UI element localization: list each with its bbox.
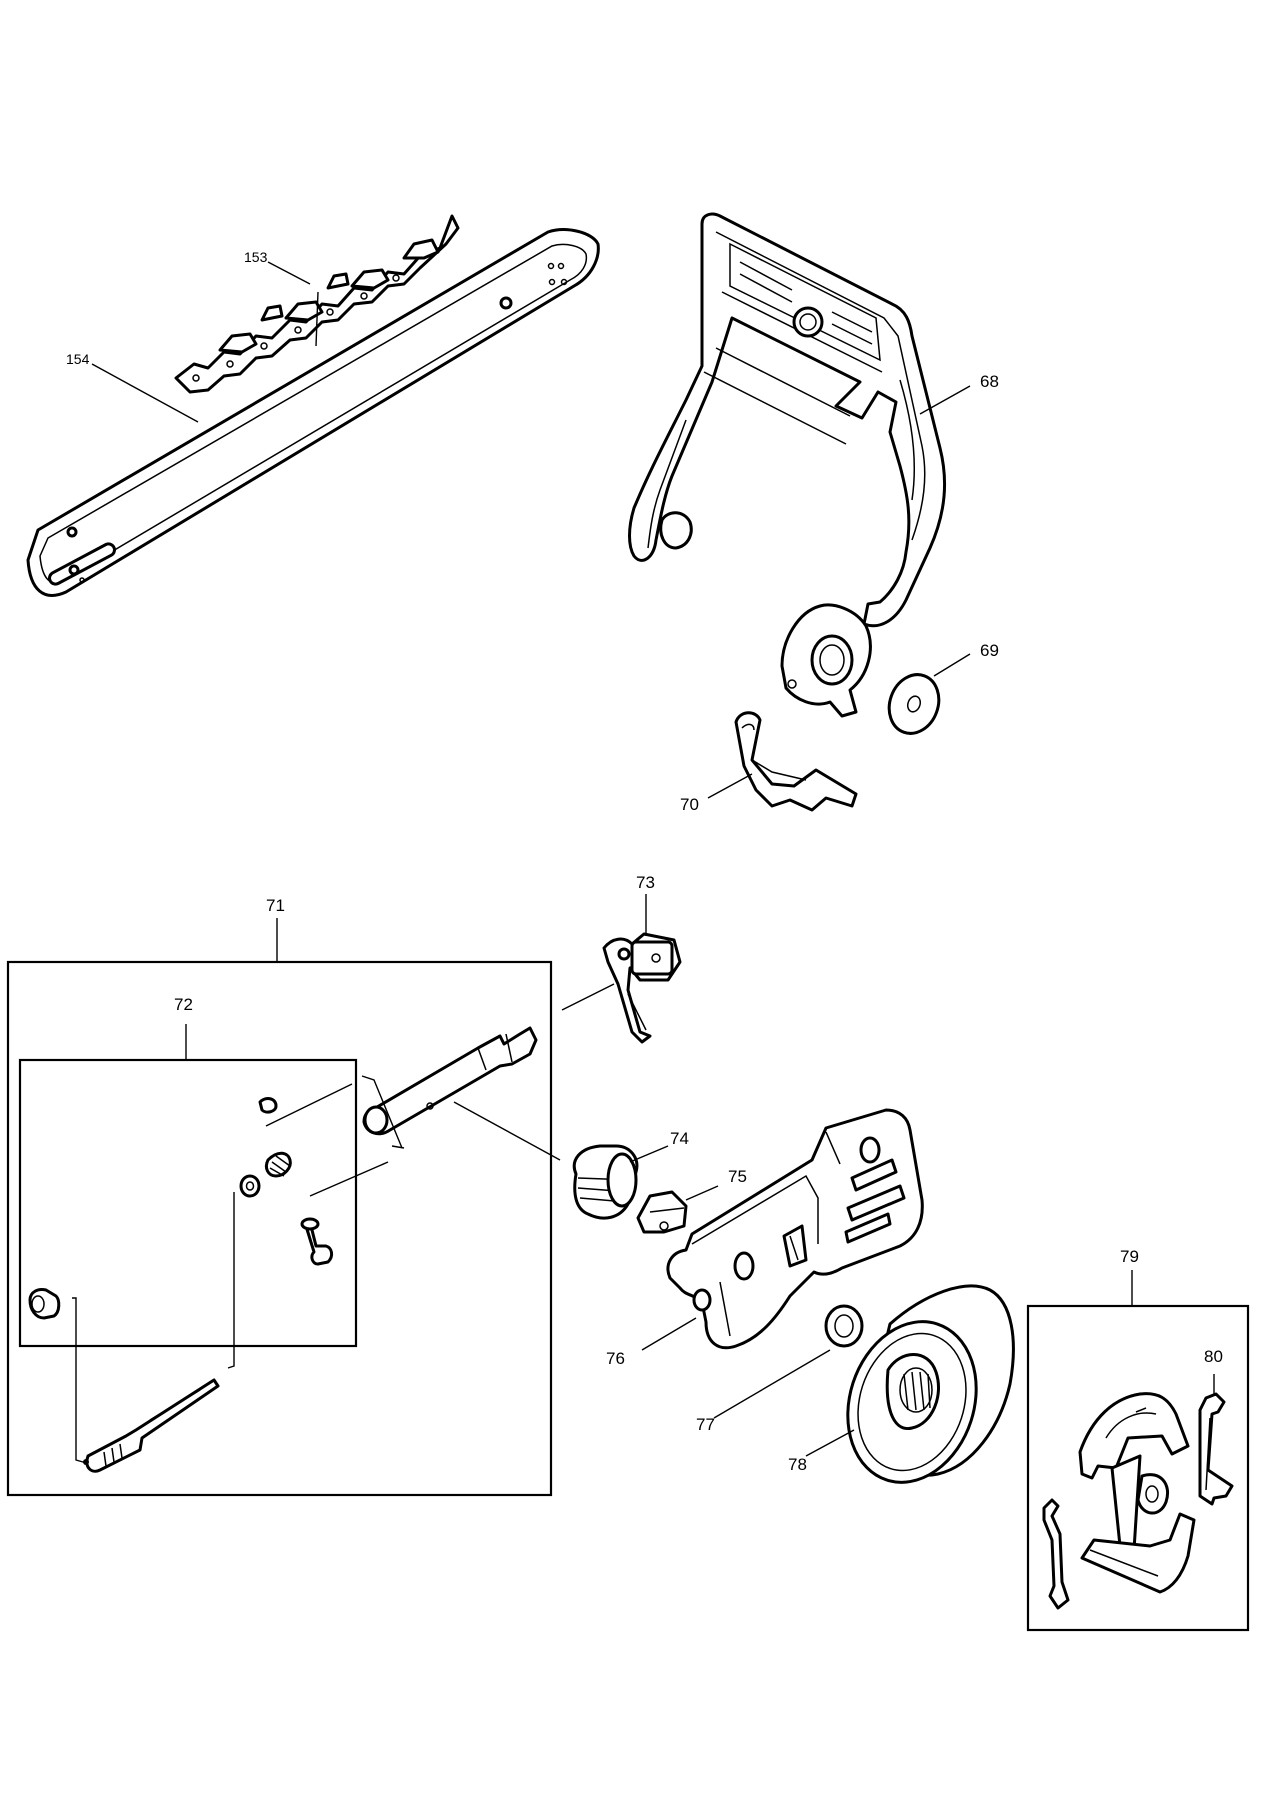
callout-69: 69 — [980, 641, 999, 660]
callout-75: 75 — [728, 1167, 747, 1186]
callout-77: 77 — [696, 1415, 715, 1434]
e-ring-part — [258, 1097, 278, 1114]
callout-154: 154 — [66, 351, 90, 367]
callout-76: 76 — [606, 1349, 625, 1368]
clamp-nut-part — [636, 1190, 688, 1234]
small-washer-part — [239, 1174, 261, 1198]
clutch-shoe-part — [1078, 1392, 1196, 1594]
spring-clip-part — [734, 711, 858, 812]
adjusting-rod-part — [83, 1378, 220, 1473]
front-handle-part — [628, 212, 947, 718]
callout-71: 71 — [266, 896, 285, 915]
small-spring-part — [264, 1151, 292, 1178]
clutch-drum-part — [846, 1284, 1015, 1484]
callout-78: 78 — [788, 1455, 807, 1474]
clutch-spring-left-part — [1042, 1498, 1070, 1610]
adjust-screw-part — [300, 1217, 334, 1266]
callout-70: 70 — [680, 795, 699, 814]
shaft-bracket — [265, 1075, 561, 1197]
callout-73: 73 — [636, 873, 655, 892]
callout-79: 79 — [1120, 1247, 1139, 1266]
sprocket-plate-part — [666, 1108, 924, 1350]
tensioner-shaft-part — [362, 1026, 538, 1136]
callout-74: 74 — [670, 1129, 689, 1148]
cap-part — [28, 1288, 61, 1320]
callout-153: 153 — [244, 249, 268, 265]
kit-71-frame — [6, 960, 553, 1497]
bar-adjuster-part — [602, 932, 682, 1044]
clutch-spring-right-part — [1198, 1392, 1234, 1506]
kit-72-frame — [18, 1058, 358, 1348]
callout-68: 68 — [980, 372, 999, 391]
washer-77-part — [824, 1304, 864, 1348]
washer-part — [887, 673, 941, 735]
guide-bar-part — [26, 228, 600, 597]
callout-80: 80 — [1204, 1347, 1223, 1366]
kit-79-frame — [1026, 1304, 1250, 1632]
saw-chain-part — [174, 214, 460, 394]
tensioner-coil-part — [572, 1144, 639, 1220]
callout-72: 72 — [174, 995, 193, 1014]
